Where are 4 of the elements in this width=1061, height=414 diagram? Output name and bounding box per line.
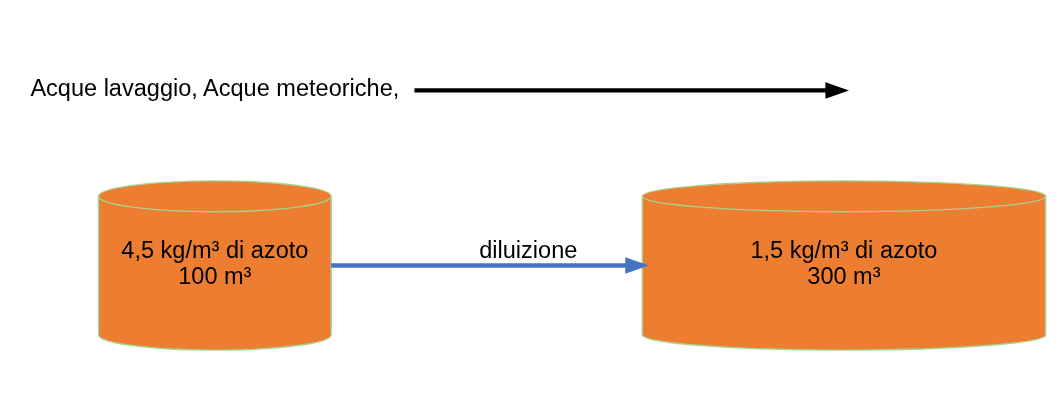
arrow bbox=[414, 82, 849, 99]
arrow bbox=[331, 257, 649, 274]
edge-label: diluizione bbox=[479, 236, 578, 263]
node-text: Acque lavaggio, Acque meteoriche, bbox=[30, 74, 400, 101]
